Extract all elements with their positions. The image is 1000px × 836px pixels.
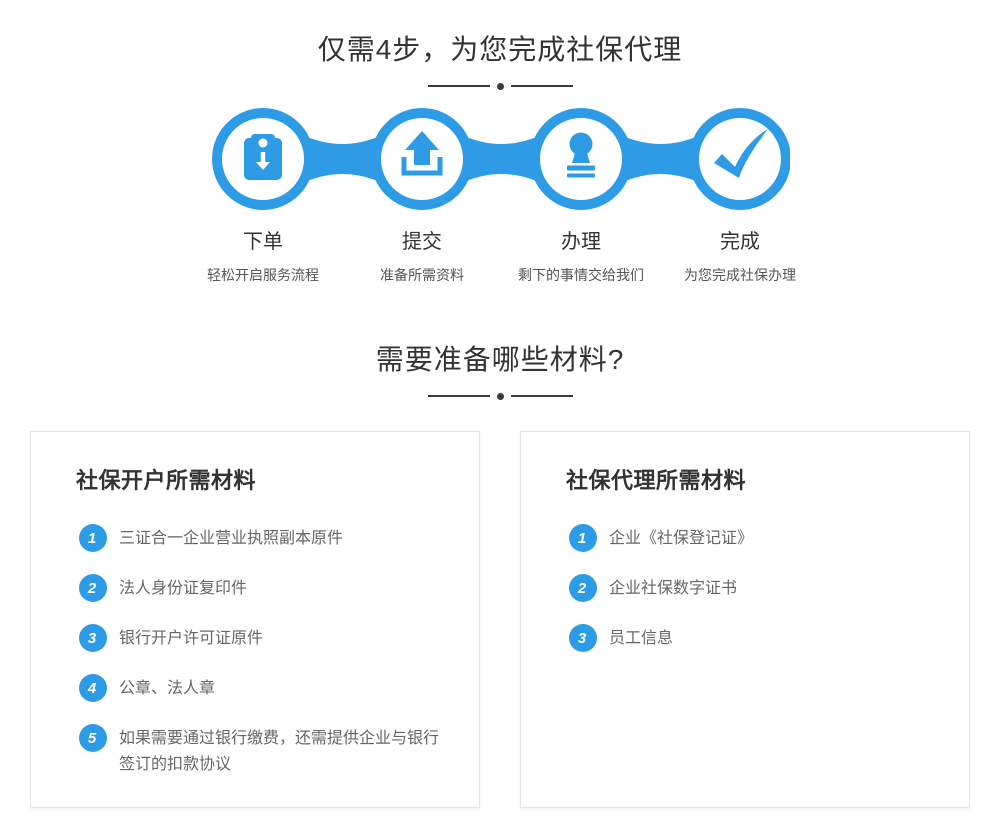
item-text: 银行开户许可证原件 — [119, 630, 264, 647]
item-text: 企业社保数字证书 — [609, 580, 738, 597]
item-text: 如果需要通过银行缴费，还需提供企业与银行签订的扣款协议 — [119, 730, 440, 773]
item-number-badge: 2 — [79, 574, 107, 602]
list-item: 1 企业《社保登记证》 — [569, 524, 935, 552]
item-text: 公章、法人章 — [119, 680, 216, 697]
title-divider — [0, 392, 1000, 400]
list-item: 3 员工信息 — [569, 624, 935, 652]
item-text: 法人身份证复印件 — [119, 580, 248, 597]
step-name: 提交 — [402, 231, 442, 253]
step-labels: 下单 轻松开启服务流程 提交 准备所需资料 办理 剩下的事情交给我们 完成 为您… — [207, 225, 796, 291]
item-number-badge: 5 — [79, 724, 107, 752]
item-number-badge: 2 — [569, 574, 597, 602]
step-desc: 准备所需资料 — [380, 267, 464, 283]
clipboard-arrow-down-icon — [244, 134, 282, 180]
item-text: 员工信息 — [609, 630, 674, 647]
upload-icon — [401, 131, 443, 176]
stamp-icon — [567, 132, 595, 178]
materials-cards: 社保开户所需材料 1 三证合一企业营业执照副本原件 2 法人身份证复印件 3 银… — [0, 431, 1000, 808]
card-social-insurance-agency: 社保代理所需材料 1 企业《社保登记证》 2 企业社保数字证书 3 员工信息 — [520, 431, 970, 808]
item-list: 1 企业《社保登记证》 2 企业社保数字证书 3 员工信息 — [566, 524, 935, 652]
steps-chain — [210, 107, 790, 211]
step-desc: 剩下的事情交给我们 — [518, 267, 644, 283]
card-title: 社保开户所需材料 — [76, 468, 257, 493]
list-item: 2 企业社保数字证书 — [569, 574, 935, 602]
item-number-badge: 3 — [569, 624, 597, 652]
list-item: 1 三证合一企业营业执照副本原件 — [79, 524, 445, 552]
item-number-badge: 1 — [79, 524, 107, 552]
steps-chain-graphic — [212, 108, 790, 210]
step-label-order: 下单 轻松开启服务流程 — [173, 225, 353, 285]
step-name: 下单 — [243, 231, 283, 253]
item-text: 三证合一企业营业执照副本原件 — [119, 530, 344, 547]
step-name: 完成 — [720, 231, 760, 253]
connector — [464, 136, 539, 182]
item-list: 1 三证合一企业营业执照副本原件 2 法人身份证复印件 3 银行开户许可证原件 … — [76, 524, 445, 778]
checkmark-icon — [714, 129, 768, 178]
process-title: 仅需4步，为您完成社保代理 — [317, 34, 683, 65]
step-name: 办理 — [561, 231, 601, 253]
step-desc: 为您完成社保办理 — [684, 267, 796, 283]
list-item: 4 公章、法人章 — [79, 674, 445, 702]
item-number-badge: 1 — [569, 524, 597, 552]
list-item: 3 银行开户许可证原件 — [79, 624, 445, 652]
item-number-badge: 3 — [79, 624, 107, 652]
item-number-badge: 4 — [79, 674, 107, 702]
connector — [305, 136, 380, 182]
materials-title: 需要准备哪些材料? — [375, 344, 625, 375]
step-label-complete: 完成 为您完成社保办理 — [650, 225, 830, 285]
step-label-process: 办理 剩下的事情交给我们 — [491, 225, 671, 285]
card-title: 社保代理所需材料 — [566, 468, 747, 493]
materials-section: 需要准备哪些材料? 社保开户所需材料 1 三证合一企业营业执照副本原件 2 法人… — [0, 338, 1000, 808]
list-item: 2 法人身份证复印件 — [79, 574, 445, 602]
title-divider — [0, 82, 1000, 90]
connector — [623, 136, 698, 182]
process-section: 仅需4步，为您完成社保代理 — [0, 28, 1000, 291]
step-desc: 轻松开启服务流程 — [207, 267, 319, 283]
card-social-insurance-account: 社保开户所需材料 1 三证合一企业营业执照副本原件 2 法人身份证复印件 3 银… — [30, 431, 480, 808]
step-label-submit: 提交 准备所需资料 — [332, 225, 512, 285]
item-text: 企业《社保登记证》 — [609, 530, 754, 547]
list-item: 5 如果需要通过银行缴费，还需提供企业与银行签订的扣款协议 — [79, 724, 445, 778]
